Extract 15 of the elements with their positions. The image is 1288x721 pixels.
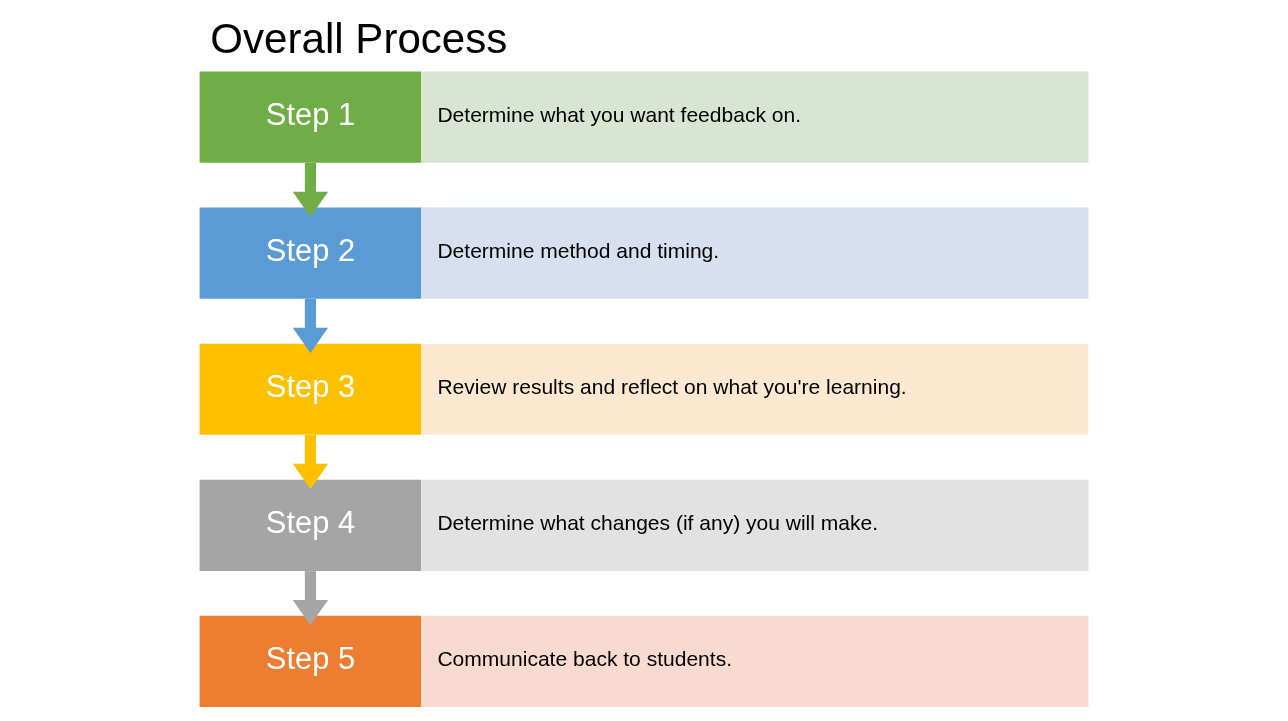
arrow [292, 162, 329, 217]
diagram-title: Overall Process [210, 15, 508, 63]
node-box: Communicate back to students. [422, 615, 1089, 708]
node-box: Step 2 [199, 207, 422, 299]
arrow [292, 571, 329, 626]
node-box: Determine what you want feedback on. [422, 71, 1089, 163]
node-box: Determine method and timing. [422, 207, 1089, 299]
node-box: Step 3 [199, 343, 422, 435]
arrow [292, 435, 329, 490]
node-box: Step 4 [199, 479, 422, 571]
arrow [292, 298, 329, 353]
node-box: Step 1 [199, 71, 422, 163]
node-box: Review results and reflect on what you're learning. [422, 343, 1089, 435]
node-box: Determine what changes (if any) you will make. [422, 479, 1089, 571]
node-box: Step 5 [199, 615, 422, 708]
